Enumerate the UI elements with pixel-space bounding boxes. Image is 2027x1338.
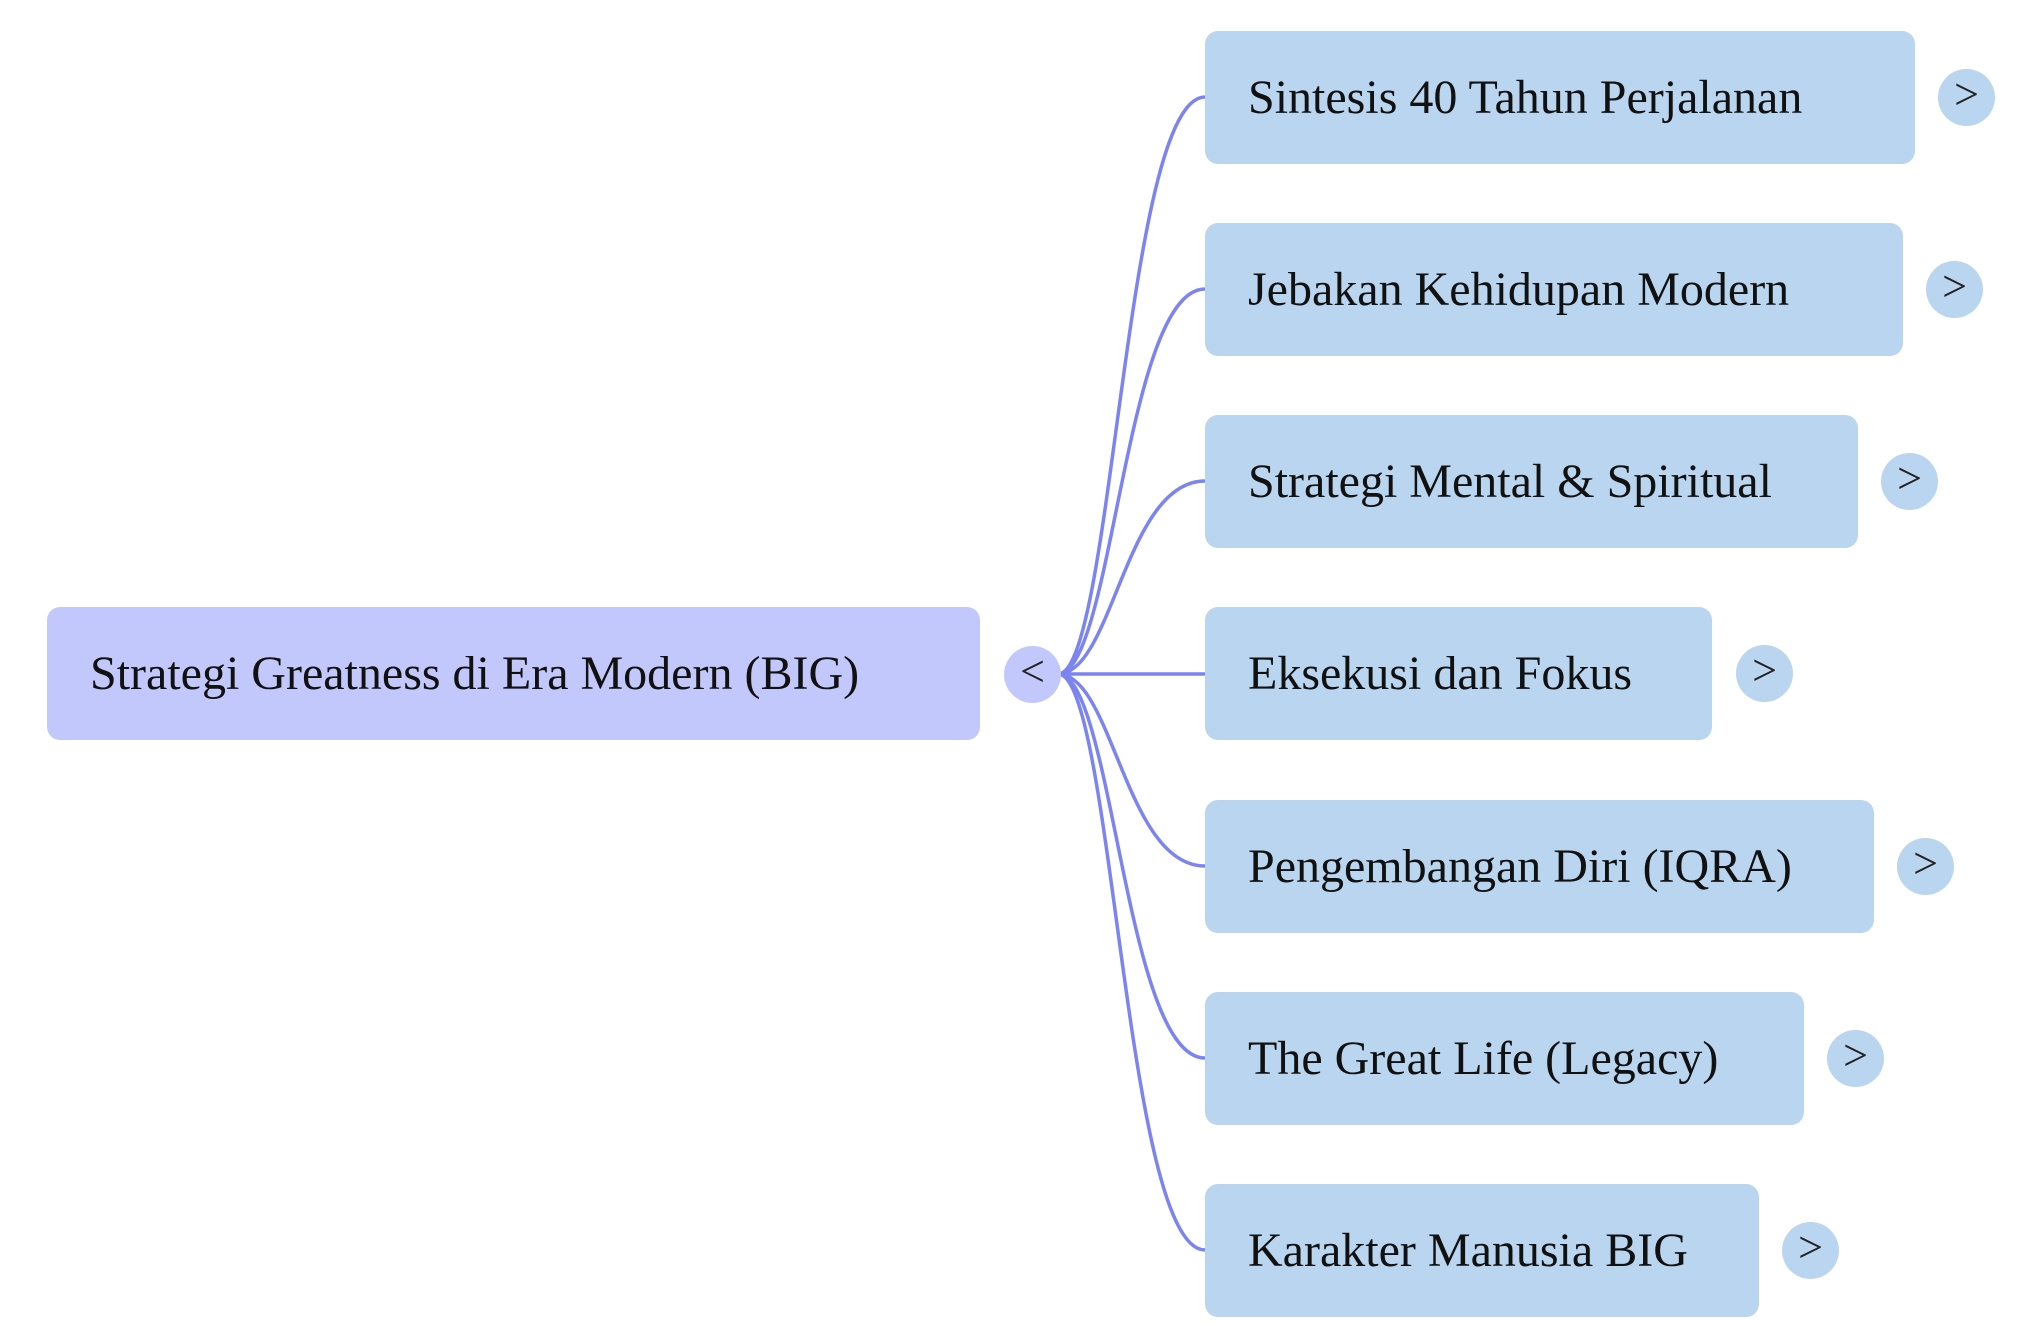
expand-glyph: > <box>1913 838 1938 888</box>
expand-glyph: > <box>1843 1030 1868 1080</box>
expand-icon[interactable]: > <box>1926 261 1983 318</box>
child-node-label: Pengembangan Diri (IQRA) <box>1248 840 1792 893</box>
expand-icon[interactable]: > <box>1736 645 1793 702</box>
connector-line <box>1057 672 1206 1252</box>
expand-glyph: > <box>1752 645 1777 695</box>
connector-line <box>1057 672 1206 1060</box>
expand-icon[interactable]: > <box>1881 453 1938 510</box>
connector-line <box>1057 287 1206 676</box>
expand-glyph: > <box>1954 69 1979 119</box>
expand-icon[interactable]: > <box>1897 838 1954 895</box>
expand-icon[interactable]: > <box>1782 1222 1839 1279</box>
child-node-label: Jebakan Kehidupan Modern <box>1248 263 1790 316</box>
root-node[interactable]: Strategi Greatness di Era Modern (BIG) <box>47 607 980 740</box>
expand-glyph: > <box>1798 1222 1823 1272</box>
child-node-eksekusi[interactable]: Eksekusi dan Fokus <box>1205 607 1712 740</box>
child-node-pengembangan[interactable]: Pengembangan Diri (IQRA) <box>1205 800 1874 933</box>
expand-glyph: > <box>1897 453 1922 503</box>
child-node-label: The Great Life (Legacy) <box>1248 1032 1719 1085</box>
connector-line <box>1057 672 1206 868</box>
child-node-great-life[interactable]: The Great Life (Legacy) <box>1205 992 1804 1125</box>
expand-glyph: > <box>1942 261 1967 311</box>
child-node-strategi-mental[interactable]: Strategi Mental & Spiritual <box>1205 415 1858 548</box>
connector-line <box>1057 95 1206 676</box>
collapse-icon[interactable]: < <box>1004 646 1061 703</box>
child-node-label: Sintesis 40 Tahun Perjalanan <box>1248 71 1803 124</box>
root-node-label: Strategi Greatness di Era Modern (BIG) <box>90 647 860 700</box>
expand-icon[interactable]: > <box>1938 69 1995 126</box>
connector-line <box>1057 479 1206 676</box>
collapse-glyph: < <box>1020 646 1045 696</box>
expand-icon[interactable]: > <box>1827 1030 1884 1087</box>
child-node-label: Karakter Manusia BIG <box>1248 1224 1688 1277</box>
child-node-label: Eksekusi dan Fokus <box>1248 647 1632 700</box>
child-node-label: Strategi Mental & Spiritual <box>1248 455 1772 508</box>
child-node-jebakan[interactable]: Jebakan Kehidupan Modern <box>1205 223 1903 356</box>
child-node-karakter[interactable]: Karakter Manusia BIG <box>1205 1184 1759 1317</box>
child-node-sintesis[interactable]: Sintesis 40 Tahun Perjalanan <box>1205 31 1915 164</box>
